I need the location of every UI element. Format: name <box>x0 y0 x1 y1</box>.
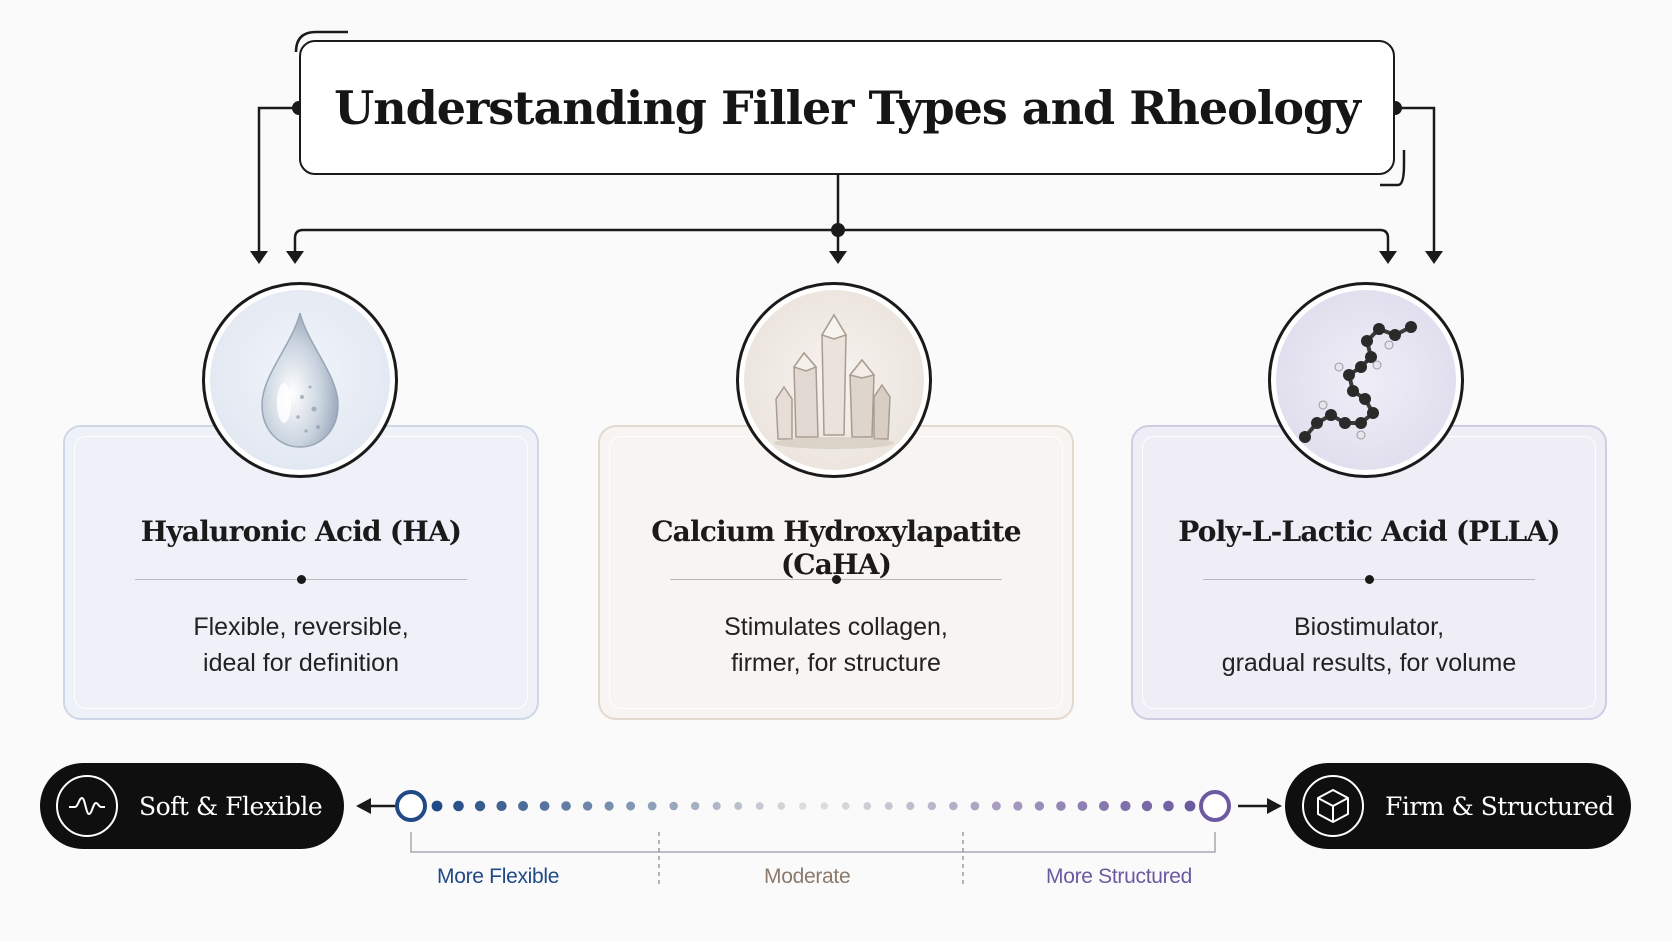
pill-label: Soft & Flexible <box>139 791 323 821</box>
arrow-right-icon <box>1267 798 1282 814</box>
card-description-line: Stimulates collagen, <box>724 613 948 641</box>
scale-dot <box>691 801 700 811</box>
scale-dot <box>863 802 872 810</box>
scale-dot <box>1056 801 1066 811</box>
scale-dot <box>1013 801 1023 811</box>
scale-dot <box>820 802 828 810</box>
scale-dot <box>777 802 785 810</box>
scale-dot <box>518 801 529 811</box>
card-description-line: ideal for definition <box>203 649 399 677</box>
scale-dot <box>669 801 678 811</box>
scale-dot <box>949 801 958 811</box>
scale-dot <box>1141 800 1153 812</box>
scale-dot <box>1184 800 1196 812</box>
pill-label: Firm & Structured <box>1385 791 1614 821</box>
scale-dot <box>799 802 807 810</box>
scale-dot <box>647 801 657 811</box>
scale-endpoint-flexible <box>395 790 427 822</box>
card-description: Flexible, reversible, ideal for definiti… <box>65 609 537 681</box>
scale-dot <box>539 801 550 811</box>
scale-dot <box>604 801 614 811</box>
divider-dot <box>831 575 841 584</box>
segment-dividers <box>658 832 964 888</box>
scale-dot <box>561 801 571 811</box>
scale-dot <box>991 801 1001 811</box>
wave-icon <box>56 775 118 837</box>
soft-flexible-pill: Soft & Flexible <box>40 763 344 849</box>
segment-label-moderate: Moderate <box>764 865 851 888</box>
arrow-left-icon <box>356 798 371 814</box>
card-description-line: gradual results, for volume <box>1221 649 1517 677</box>
scale-dot <box>734 802 743 810</box>
scale-dot <box>1077 801 1088 811</box>
scale-dot <box>1034 801 1045 811</box>
scale-dot <box>927 801 936 811</box>
gradient-dot-track <box>431 800 1196 812</box>
title-box: Understanding Filler Types and Rheology <box>299 40 1395 175</box>
card-description-line: Flexible, reversible, <box>193 613 409 641</box>
card-description-line: firmer, for structure <box>731 649 941 677</box>
page-title: Understanding Filler Types and Rheology <box>334 80 1361 135</box>
scale-dot <box>755 802 764 810</box>
card-title: Hyaluronic Acid (HA) <box>140 515 462 548</box>
scale-endpoint-structured <box>1199 790 1231 822</box>
card-description-line: Biostimulator, <box>1293 613 1445 641</box>
water-drop-icon <box>202 282 398 478</box>
card-description: Stimulates collagen, firmer, for structu… <box>600 609 1072 681</box>
segment-label-flexible: More Flexible <box>437 865 560 888</box>
firm-structured-pill: Firm & Structured <box>1285 763 1631 849</box>
scale-dot <box>626 801 636 811</box>
card-description: Biostimulator, gradual results, for volu… <box>1133 609 1605 681</box>
scale-dot <box>842 802 850 810</box>
crystal-icon <box>736 282 932 478</box>
scale-bracket <box>410 832 1216 853</box>
scale-dot <box>474 800 486 812</box>
scale-dot <box>884 802 893 810</box>
scale-dot <box>1098 801 1109 811</box>
divider-dot <box>1364 575 1374 584</box>
divider-dot <box>296 575 306 584</box>
scale-dot <box>496 800 507 812</box>
card-title: Poly-L-Lactic Acid (PLLA) <box>1178 515 1560 548</box>
card-title: Calcium Hydroxylapatite (CaHA) <box>651 515 1021 581</box>
scale-dot <box>453 800 464 812</box>
scale-dot <box>1120 800 1131 812</box>
scale-dot <box>582 801 593 811</box>
segment-label-structured: More Structured <box>1046 865 1193 888</box>
cube-icon <box>1302 775 1364 837</box>
scale-dot <box>970 801 980 811</box>
scale-dot <box>431 800 443 812</box>
scale-dot <box>906 801 915 811</box>
scale-dot <box>1163 800 1174 812</box>
scale-dot <box>712 801 721 811</box>
molecule-chain-icon <box>1268 282 1464 478</box>
